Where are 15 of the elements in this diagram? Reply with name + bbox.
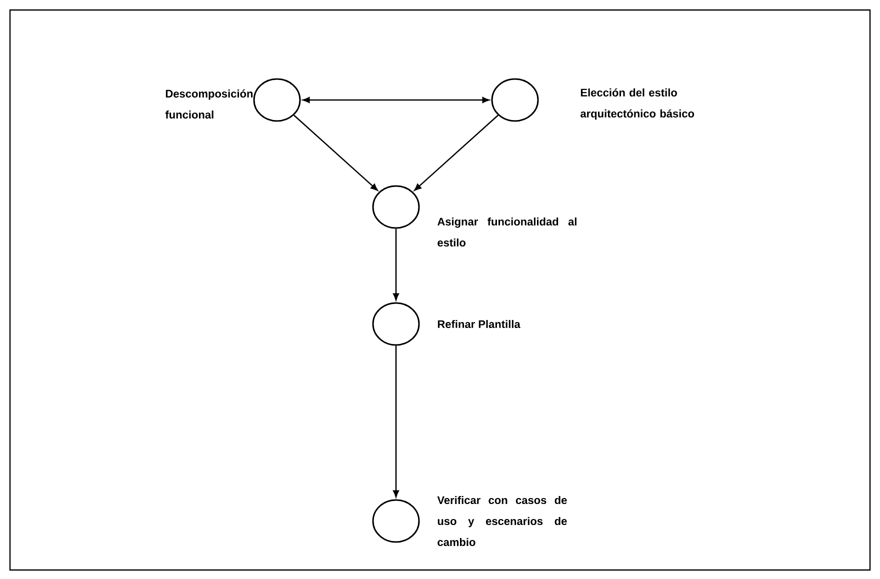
node-label: Refinar Plantilla (438, 320, 520, 328)
circle-node (372, 499, 420, 543)
arrow (294, 114, 378, 191)
arrow (414, 114, 498, 191)
arrow (393, 346, 399, 498)
circle-node (253, 78, 301, 122)
node-label: Asignar funcionalidad al estilo (437, 217, 576, 247)
node-label: Verificar con casos de uso y escenarios de cambio (437, 496, 567, 546)
arrow (393, 228, 399, 300)
node-label: Descomposición funcional (165, 89, 253, 119)
circle-node (491, 78, 539, 122)
circle-node (372, 185, 420, 229)
node-label: Elección del estilo arquitectónico básico (580, 88, 694, 120)
arrow (302, 97, 490, 103)
circle-node (372, 302, 420, 346)
